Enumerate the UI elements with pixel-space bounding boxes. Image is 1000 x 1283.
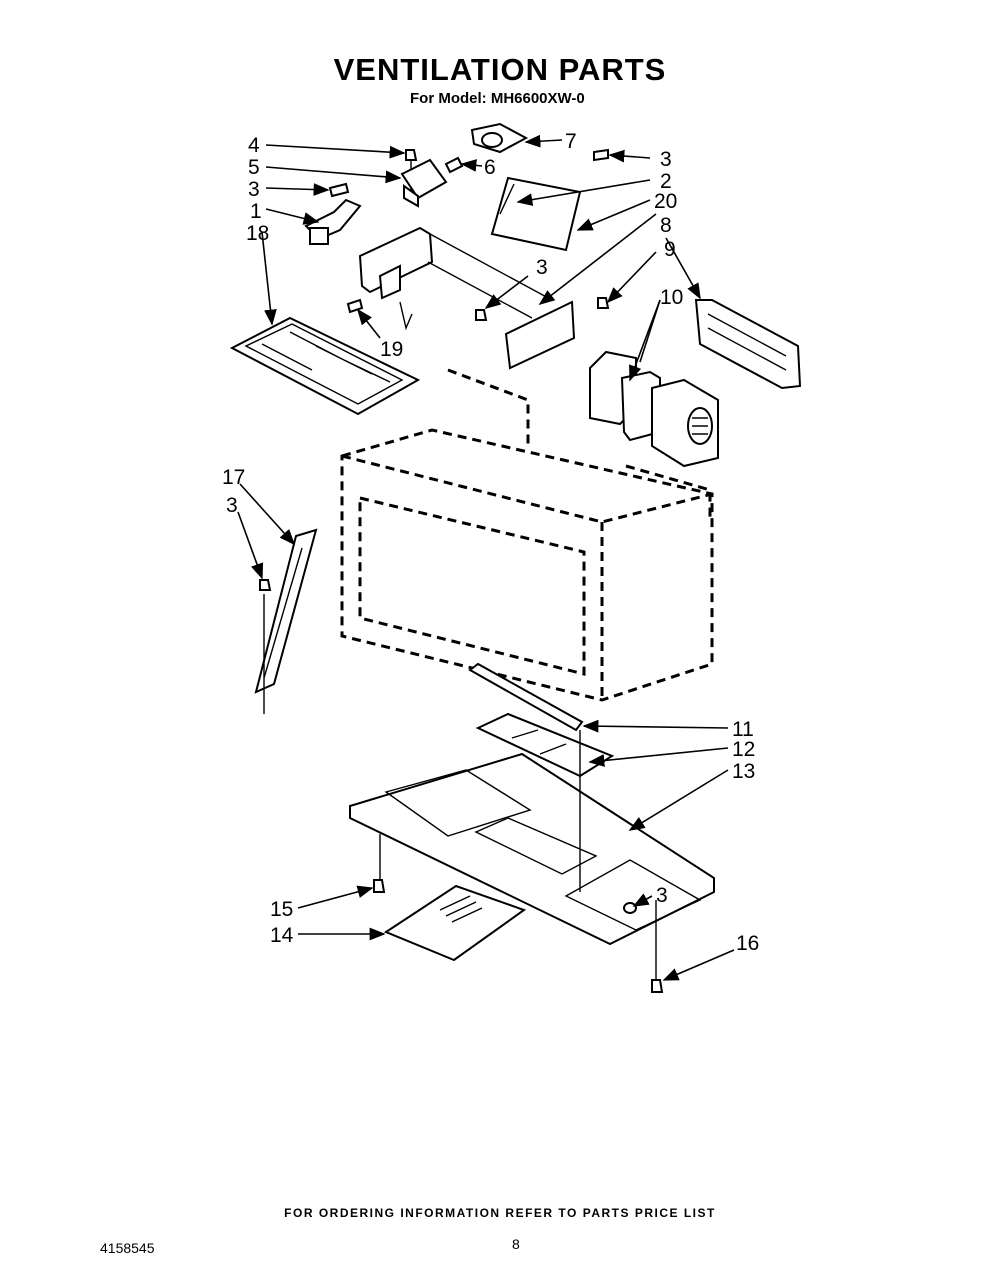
part-16-screw [651,900,664,993]
callout-20: 20 [654,190,677,213]
callout-9: 9 [664,238,676,261]
callout-labels: 4 5 3 1 18 6 7 3 2 20 8 3 19 9 10 17 3 1… [222,130,759,955]
callout-12: 12 [732,738,755,761]
part-13-bottom-panel [349,730,715,946]
part-8-mounting-plate [694,299,802,390]
model-subtitle: For Model: MH6600XW-0 [410,90,585,107]
part-20-damper-assembly [358,226,576,370]
part-7-thermostat [470,122,529,154]
part-11-bracket [468,662,584,732]
callout-7: 7 [565,130,577,153]
callout-3-b: 3 [660,148,672,171]
part-3-screw-a [328,182,350,198]
callout-16: 16 [736,932,759,955]
part-15-screw [373,879,386,893]
callout-11: 11 [732,718,754,741]
callout-1: 1 [250,200,262,223]
part-18-grille [229,316,421,416]
callout-3-d: 3 [226,494,238,517]
callout-4: 4 [248,134,260,157]
part-6-pin [444,156,464,174]
callout-10: 10 [660,286,683,309]
ordering-info-note: FOR ORDERING INFORMATION REFER TO PARTS … [284,1206,716,1220]
page-title: VENTILATION PARTS [333,52,667,87]
part-3-screw-b [593,148,609,162]
document-number: 4158545 [100,1240,155,1256]
leader-lines [237,134,735,981]
part-1-switch-bracket [304,198,362,245]
callout-15: 15 [270,898,293,921]
part-3-screw-d [259,579,272,591]
callout-3-a: 3 [248,178,260,201]
part-14-lens [383,884,527,962]
part-12-filter [475,712,615,778]
callout-17: 17 [222,466,245,489]
part-3-screw-c [475,309,488,321]
part-5-bracket [400,158,448,208]
callout-3-e: 3 [656,884,668,907]
callout-8: 8 [660,214,672,237]
callout-19: 19 [380,338,403,361]
part-10-blower-assembly [589,350,719,468]
callout-14: 14 [270,924,294,947]
part-2-duct-plate [490,176,582,252]
part-19-screw [346,298,364,314]
callout-5: 5 [248,156,260,179]
part-17-side-vent [254,528,318,714]
callout-6: 6 [484,156,496,179]
callout-18: 18 [246,222,269,245]
callout-13: 13 [732,760,755,783]
page-number: 8 [512,1236,520,1252]
oven-housing-outline [340,368,714,702]
callout-2: 2 [660,170,672,193]
part-9-screw [597,297,610,309]
callout-3-c: 3 [536,256,548,279]
part-3-screw-e [623,902,637,914]
